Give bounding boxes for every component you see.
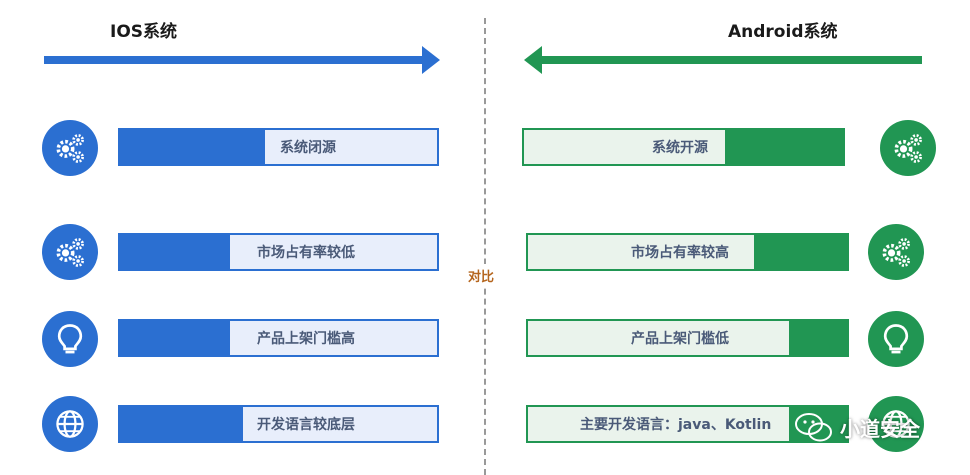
- gears-icon: [42, 120, 98, 176]
- android-bar-4: 主要开发语言：java、Kotlin: [526, 405, 849, 443]
- lightbulb-icon: [42, 311, 98, 367]
- watermark-text: 小道安全: [840, 416, 920, 441]
- ios-bar-2: 市场占有率较低: [118, 233, 439, 271]
- android-item-1-label: 系统开源: [652, 140, 708, 156]
- android-item-3-label: 产品上架门槛低: [631, 331, 729, 347]
- android-arrow-left: [524, 46, 922, 74]
- android-bar-3: 产品上架门槛低: [526, 319, 849, 357]
- gears-icon: [880, 120, 936, 176]
- wechat-icon: [795, 413, 832, 442]
- lightbulb-icon: [868, 311, 924, 367]
- android-bar-2: 市场占有率较高: [526, 233, 849, 271]
- ios-item-1-label: 系统闭源: [280, 140, 336, 156]
- ios-bar-1: 系统闭源: [118, 128, 439, 166]
- android-bar-1: 系统开源: [522, 128, 845, 166]
- comparison-label: 对比: [468, 264, 495, 287]
- center-divider: [484, 18, 486, 475]
- globe-icon: [42, 396, 98, 452]
- ios-item-4-label: 开发语言较底层: [257, 417, 355, 433]
- ios-bar-4: 开发语言较底层: [118, 405, 439, 443]
- gears-icon: [42, 224, 98, 280]
- ios-arrow-right: [44, 46, 440, 74]
- ios-bar-3: 产品上架门槛高: [118, 319, 439, 357]
- ios-title: IOS系统: [110, 22, 178, 42]
- watermark: 小道安全: [794, 410, 920, 444]
- android-item-2-label: 市场占有率较高: [631, 245, 729, 261]
- ios-item-3-label: 产品上架门槛高: [257, 331, 355, 347]
- android-item-4-label: 主要开发语言：java、Kotlin: [580, 417, 772, 433]
- gears-icon: [868, 224, 924, 280]
- ios-item-2-label: 市场占有率较低: [257, 245, 355, 261]
- globe-icon: [868, 396, 924, 452]
- android-title: Android系统: [728, 22, 838, 42]
